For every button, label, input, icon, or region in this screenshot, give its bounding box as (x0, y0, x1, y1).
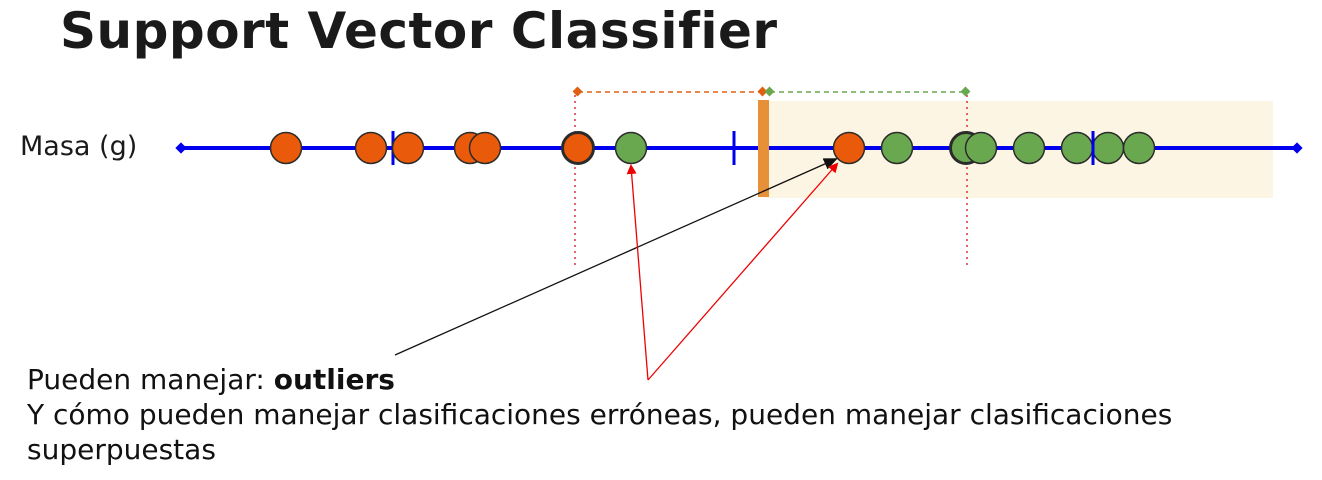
green-point (880, 131, 914, 165)
green-point (1091, 131, 1125, 165)
outlier-pointer-arrow (394, 158, 838, 356)
axis-left-end-marker (175, 142, 187, 154)
green-point (964, 131, 998, 165)
green-point (614, 131, 648, 165)
caption-line-1-prefix: Pueden manejar: (27, 363, 274, 396)
green-point (1122, 131, 1156, 165)
green-margin-left-marker (764, 86, 775, 97)
orange-point (269, 131, 303, 165)
orange-margin-right-marker (757, 86, 768, 97)
orange-point (391, 131, 425, 165)
misclassified-orange-arrow (647, 162, 839, 381)
green-point (1012, 131, 1046, 165)
page-title: Support Vector Classifier (60, 2, 778, 60)
green-margin-right-marker (960, 86, 971, 97)
caption: Pueden manejar: outliers Y cómo pueden m… (27, 362, 1307, 467)
orange-outlier-point (832, 131, 866, 165)
caption-line-1: Pueden manejar: outliers (27, 362, 1307, 397)
caption-line-3: superpuestas (27, 433, 216, 466)
orange-support-point (561, 131, 595, 165)
green-point (1060, 131, 1094, 165)
threshold-bar (758, 100, 769, 197)
orange-margin-left-marker (572, 86, 583, 97)
misclassified-green-arrow (626, 164, 649, 381)
axis-label: Masa (g) (20, 131, 138, 162)
axis-right-end-marker (1291, 142, 1303, 154)
caption-line-2: Y cómo pueden manejar clasificaciones er… (27, 398, 1173, 431)
orange-point (468, 131, 502, 165)
orange-point (354, 131, 388, 165)
caption-line-1-bold: outliers (273, 363, 395, 396)
